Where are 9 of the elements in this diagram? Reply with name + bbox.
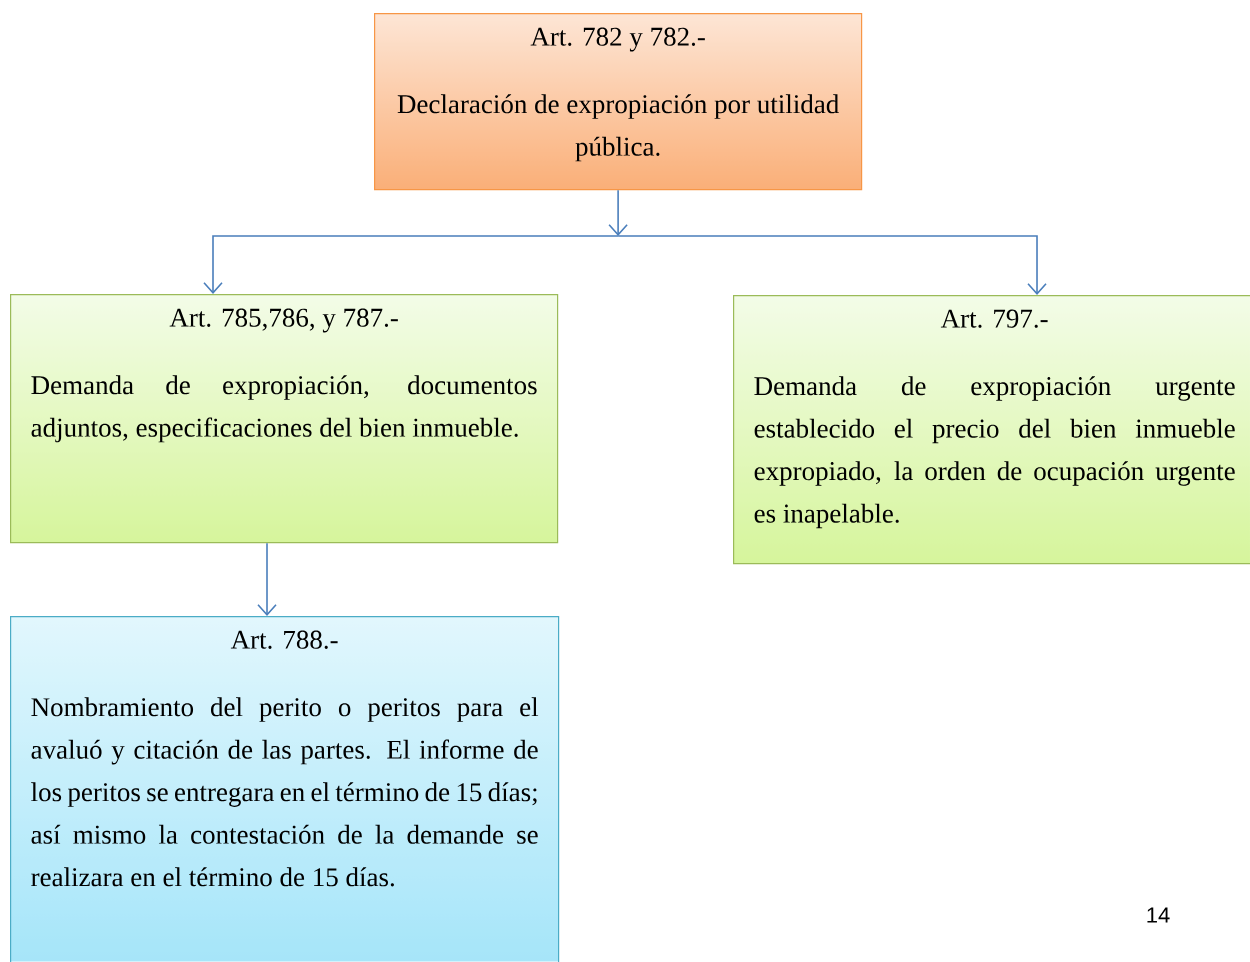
process-box: Art. 782 y 782.- Declaración de expropiación por utilidad pública. bbox=[374, 13, 863, 191]
arrow bbox=[608, 189, 628, 236]
process-box: Art. 785,786, y 787.- Demanda de expropiación, documentos adjuntos, especificaciones del bien inmueble. bbox=[10, 294, 559, 544]
arrow bbox=[257, 542, 277, 616]
process-box: Art. 797.- Demanda de expropiación urgente establecido el precio del bien inmueble expropiado, la orden de ocupación urgente es inapelable. bbox=[733, 295, 1250, 565]
arrow bbox=[203, 235, 619, 294]
page-number: 14 bbox=[1147, 907, 1170, 923]
arrow bbox=[617, 235, 1047, 295]
process-box: Art. 788.- Nombramiento del perito o peritos para el avaluó y citación de las partes. El informe de los peritos se entregara en el término de 15 días; así mismo la contestación de la demande se realizara en el término de 15 días. bbox=[10, 616, 560, 962]
